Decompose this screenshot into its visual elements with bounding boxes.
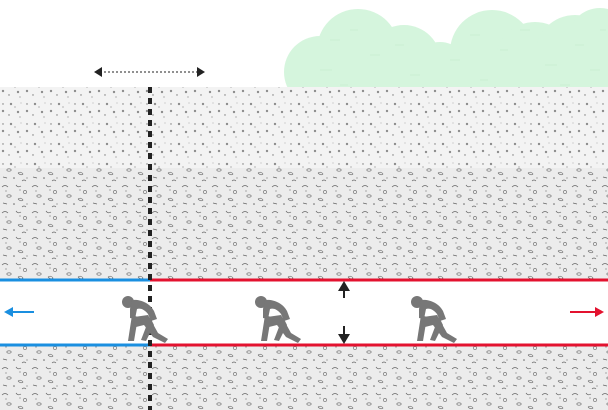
- bottom-soil-layer: [0, 346, 608, 410]
- upper-soil-layer: [0, 87, 608, 168]
- arrow-right-icon: [570, 307, 604, 317]
- double-arrow-horizontal-icon: [94, 67, 205, 77]
- crouching-worker-icon: [122, 296, 168, 343]
- tunnel-void: [0, 281, 608, 344]
- foliage-texture: [320, 29, 606, 86]
- arrow-up-icon: [338, 281, 350, 298]
- lower-soil-layer: [0, 168, 608, 279]
- foliage: [284, 8, 608, 110]
- arrow-left-icon: [4, 307, 34, 317]
- arrow-down-icon: [338, 326, 350, 344]
